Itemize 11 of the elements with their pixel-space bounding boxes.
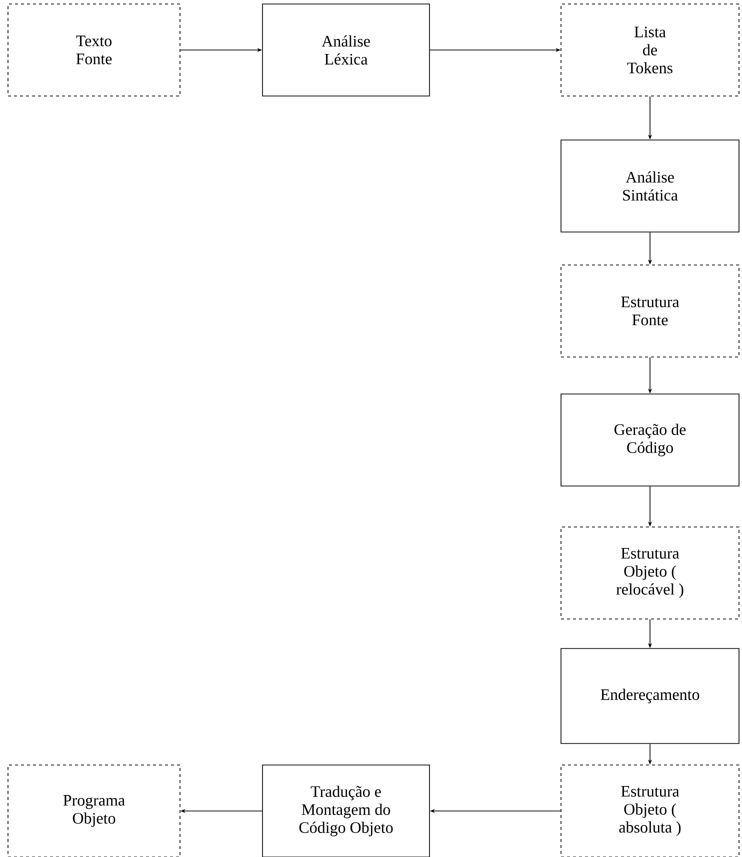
process-box: Tradução e Montagem do Código Objeto bbox=[262, 764, 430, 857]
dashed-box: Programa Objeto bbox=[8, 764, 180, 857]
dashed-box: Lista de Tokens bbox=[560, 4, 740, 96]
process-box: Análise Sintática bbox=[560, 140, 740, 232]
dashed-box: Estrutura Objeto ( relocável ) bbox=[560, 526, 740, 620]
dashed-box: Texto Fonte bbox=[8, 4, 180, 96]
dashed-box: Estrutura Objeto ( absoluta ) bbox=[560, 764, 740, 857]
dashed-box: Estrutura Fonte bbox=[560, 264, 740, 358]
process-box: Geração de Código bbox=[560, 394, 740, 486]
process-box: Análise Léxica bbox=[262, 4, 430, 96]
process-box: Endereçamento bbox=[560, 648, 740, 744]
